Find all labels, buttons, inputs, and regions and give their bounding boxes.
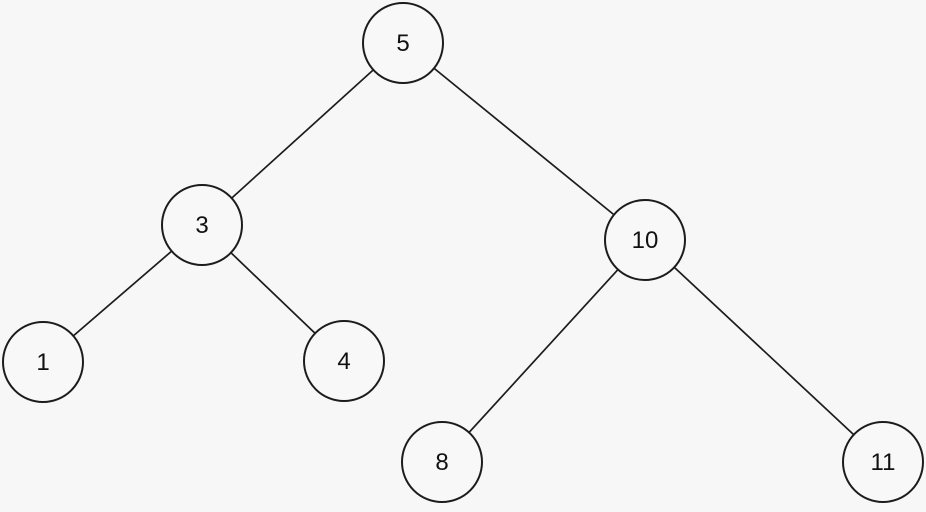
node-circle bbox=[2, 321, 84, 403]
tree-node-11: 11 bbox=[842, 421, 924, 503]
node-value: 3 bbox=[195, 212, 208, 239]
node-circle bbox=[842, 421, 924, 503]
node-value: 5 bbox=[396, 30, 409, 57]
tree-node-10: 10 bbox=[604, 199, 686, 281]
tree-edge-n5-n10 bbox=[402, 42, 646, 241]
tree-node-3: 3 bbox=[161, 184, 243, 266]
node-circle bbox=[362, 2, 444, 84]
node-value: 11 bbox=[871, 449, 896, 476]
node-value: 8 bbox=[435, 449, 448, 476]
node-circle bbox=[161, 184, 243, 266]
tree-nodes: 5 3 10 1 4 8 11 bbox=[2, 2, 924, 503]
tree-edges bbox=[42, 42, 884, 463]
tree-node-1: 1 bbox=[2, 321, 84, 403]
tree-node-5: 5 bbox=[362, 2, 444, 84]
tree-node-8: 8 bbox=[401, 421, 483, 503]
node-circle bbox=[604, 199, 686, 281]
tree-edge-n10-n11 bbox=[644, 239, 884, 463]
node-circle bbox=[303, 320, 385, 402]
node-value: 4 bbox=[337, 348, 350, 375]
node-value: 1 bbox=[36, 349, 49, 376]
tree-edge-n5-n3 bbox=[201, 42, 404, 226]
tree-node-4: 4 bbox=[303, 320, 385, 402]
node-circle bbox=[401, 421, 483, 503]
tree-edge-n10-n8 bbox=[441, 239, 646, 463]
node-value: 10 bbox=[632, 227, 659, 254]
